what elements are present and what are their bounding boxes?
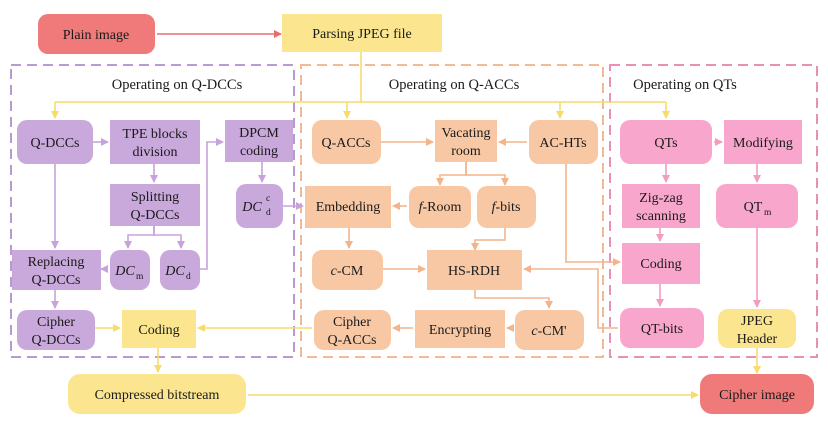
node-plain-image: Plain image [38,14,155,54]
node-c-cm-prime: c-CM' [515,310,584,350]
node-parsing-jpeg: Parsing JPEG file [282,14,442,52]
node-vacating-room: Vacating room [435,120,497,162]
svg-text:Coding: Coding [640,257,681,272]
svg-text:Q-DCCs: Q-DCCs [30,136,79,151]
node-ac-hts: AC-HTs [529,120,598,164]
svg-text:room: room [451,144,481,159]
node-encrypting: Encrypting [415,310,505,348]
svg-text:Cipher image: Cipher image [719,388,795,403]
svg-text:division: division [132,145,177,160]
node-dc-m: DC m [110,250,150,290]
svg-text:Compressed bitstream: Compressed bitstream [95,388,220,403]
svg-text:Vacating: Vacating [442,126,491,141]
node-q-accs: Q-ACCs [312,120,381,164]
node-cipher-qaccs: Cipher Q-ACCs [314,310,391,350]
svg-text:Coding: Coding [138,323,179,338]
svg-text:Q-ACCs: Q-ACCs [327,333,376,348]
svg-text:Q-DCCs: Q-DCCs [31,273,80,288]
svg-text:f-Room: f-Room [419,200,462,215]
node-replacing-qdccs: Replacing Q-DCCs [12,250,101,290]
svg-text:DC: DC [114,264,135,279]
node-coding-right: Coding [622,243,700,284]
svg-text:Encrypting: Encrypting [429,323,491,338]
arrow-achts-to-coding [565,164,621,266]
node-dcd-c: DC c d [236,184,283,228]
node-f-room: f-Room [409,186,471,228]
svg-text:d: d [266,208,271,218]
node-qt-bits: QT-bits [620,308,704,348]
node-tpe-blocks-division: TPE blocks division [110,120,200,164]
node-cipher-image: Cipher image [700,374,814,414]
arrow-splitting-to-dcd [153,226,185,249]
svg-text:Parsing JPEG file: Parsing JPEG file [312,27,412,42]
node-jpeg-header: JPEG Header [718,309,796,348]
svg-text:Cipher: Cipher [37,315,75,330]
node-coding-left: Coding [122,310,196,348]
arrow-hsrdh-to-ccmprime [474,290,553,309]
svg-text:JPEG: JPEG [741,314,773,329]
section-qacc-title: Operating on Q-ACCs [389,77,520,93]
svg-text:m: m [764,208,772,218]
node-cipher-qdccs: Cipher Q-DCCs [17,310,95,350]
section-qacc-frame [300,64,604,358]
svg-text:QT-bits: QT-bits [641,322,683,337]
node-qt-m: QT m [716,184,798,228]
node-c-cm: c-CM [312,250,383,290]
svg-text:Q-ACCs: Q-ACCs [321,136,370,151]
arrow-fbits-to-hsrdh [471,228,506,251]
svg-text:AC-HTs: AC-HTs [539,136,586,151]
node-q-dccs: Q-DCCs [17,120,93,164]
arrow-qtbits-to-hsrdh [523,265,618,329]
svg-text:coding: coding [240,144,278,159]
node-dc-d: DC d [160,250,200,290]
node-modifying: Modifying [724,120,802,164]
svg-text:TPE blocks: TPE blocks [123,127,188,142]
svg-text:c-CM': c-CM' [531,324,566,339]
node-hs-rdh: HS-RDH [427,250,522,290]
section-qdcc-title: Operating on Q-DCCs [112,77,243,93]
svg-text:scanning: scanning [636,209,686,224]
arrow-splitting-to-dcm [124,226,155,249]
node-zigzag-scanning: Zig-zag scanning [622,184,700,228]
arrow-vacating-to-froom [436,162,467,186]
svg-text:c: c [266,194,270,204]
arrow-dcd-to-dpcm [200,138,224,270]
node-compressed-bitstream: Compressed bitstream [68,374,246,414]
svg-text:d: d [186,272,191,282]
svg-text:DPCM: DPCM [239,126,279,141]
arrow-vacating-to-fbits [465,162,509,186]
svg-text:Embedding: Embedding [316,200,381,215]
svg-text:Header: Header [737,332,778,347]
node-qts: QTs [620,120,712,164]
svg-text:Zig-zag: Zig-zag [639,191,683,206]
svg-text:DC: DC [241,200,262,215]
svg-text:QTs: QTs [654,136,677,151]
svg-text:Replacing: Replacing [28,255,85,270]
node-f-bits: f-bits [477,186,536,228]
arrow-parsing-distribution [51,52,670,119]
svg-text:Modifying: Modifying [733,136,793,151]
svg-text:DC: DC [164,264,185,279]
svg-text:f-bits: f-bits [492,200,521,215]
svg-text:Q-DCCs: Q-DCCs [31,333,80,348]
svg-text:HS-RDH: HS-RDH [448,264,500,279]
node-splitting-qdccs: Splitting Q-DCCs [110,184,200,226]
svg-text:QT: QT [744,200,763,215]
svg-text:m: m [136,272,144,282]
svg-text:Q-DCCs: Q-DCCs [130,208,179,223]
section-qt-title: Operating on QTs [633,77,737,93]
svg-text:Cipher: Cipher [333,315,371,330]
node-dpcm-coding: DPCM coding [225,120,293,162]
node-embedding: Embedding [305,186,391,228]
svg-text:Splitting: Splitting [131,190,179,205]
svg-text:Plain image: Plain image [63,28,130,43]
svg-text:c-CM: c-CM [331,264,364,279]
section-qt-frame [609,64,818,358]
